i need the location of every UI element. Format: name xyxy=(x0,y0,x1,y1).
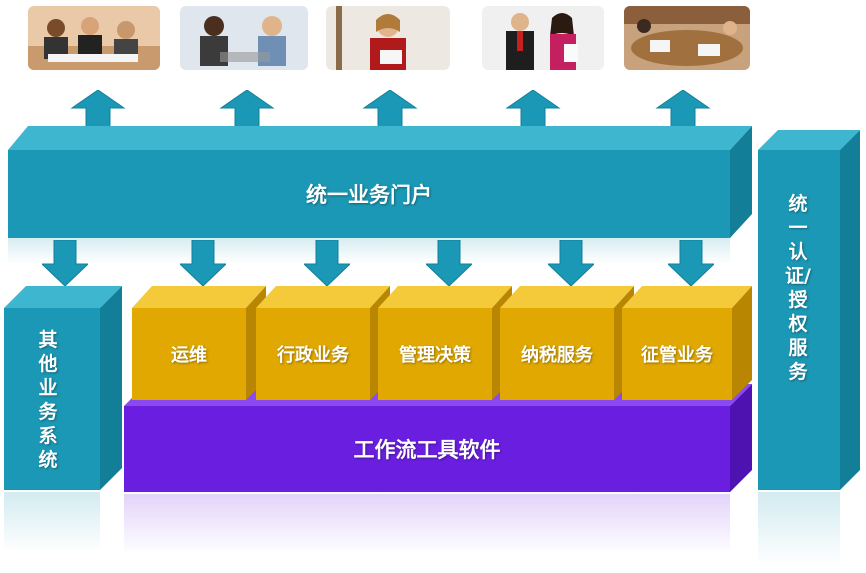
mid-arrow-3 xyxy=(304,240,350,286)
auth-label: 统一认证/授权服务 xyxy=(785,193,811,383)
discussion-photo-icon xyxy=(180,6,308,70)
module-label-4: 纳税服务 xyxy=(521,345,593,366)
mid-arrow-4 xyxy=(426,240,472,286)
mid-arrow-2 xyxy=(180,240,226,286)
top-arrow-2 xyxy=(219,90,275,146)
workflow-label: 工作流工具软件 xyxy=(353,438,501,462)
conference-table-photo-icon xyxy=(624,6,750,70)
module-label-2: 行政业务 xyxy=(277,345,349,366)
other-systems-label: 其他业务系统 xyxy=(38,329,58,471)
mid-arrow-6 xyxy=(668,240,714,286)
meeting-photo-icon xyxy=(28,6,160,70)
mid-arrow-5 xyxy=(548,240,594,286)
businesswoman-photo-icon xyxy=(326,6,450,70)
portal-label: 统一业务门户 xyxy=(306,183,432,207)
top-arrow-4 xyxy=(505,90,561,146)
module-label-5: 征管业务 xyxy=(641,345,713,366)
module-label-1: 运维 xyxy=(171,345,207,366)
module-label-3: 管理决策 xyxy=(399,345,471,366)
business-pair-photo-icon xyxy=(482,6,604,70)
top-arrow-1 xyxy=(70,90,126,146)
top-arrow-5 xyxy=(655,90,711,146)
mid-arrow-1 xyxy=(42,240,88,286)
top-arrow-3 xyxy=(362,90,418,146)
